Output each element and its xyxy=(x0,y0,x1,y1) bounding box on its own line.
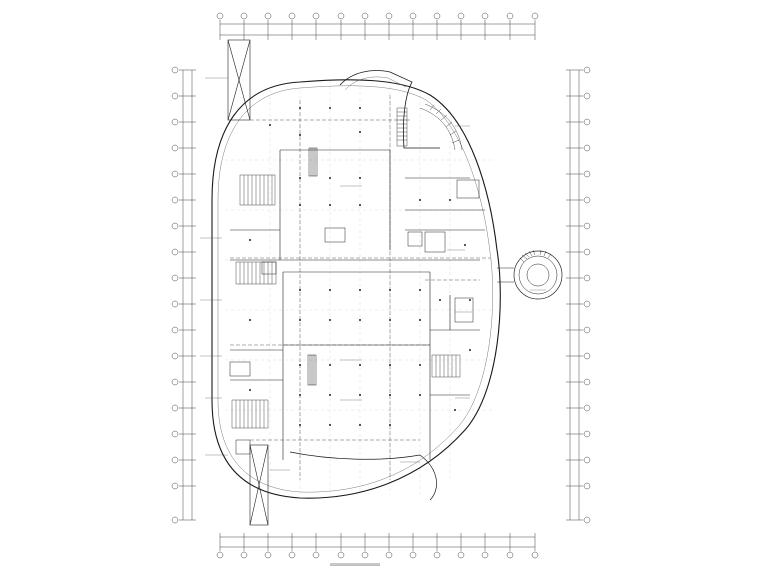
annotation-marks xyxy=(200,77,546,471)
drawing-title-block xyxy=(330,563,380,566)
round-plant-room xyxy=(497,249,563,300)
column-grid xyxy=(225,80,495,495)
detector-symbols xyxy=(249,107,471,426)
right-dimension-lines xyxy=(566,69,583,521)
equipment-rooms xyxy=(229,179,480,455)
building-outline xyxy=(211,79,501,499)
top-dimension-ticks xyxy=(219,20,536,40)
shaft-top-left xyxy=(227,39,251,121)
left-dimension-ticks xyxy=(179,69,196,521)
shaft-bottom-left xyxy=(249,444,269,526)
stair-right-curved xyxy=(419,103,463,151)
atrium-curve xyxy=(339,70,440,149)
stair-right-mid xyxy=(431,354,461,378)
top-axis-bubbles xyxy=(216,12,539,20)
building-inner-outline xyxy=(217,85,493,493)
left-axis-bubbles xyxy=(171,66,179,524)
stair-top-right xyxy=(396,107,408,147)
right-dimension-ticks xyxy=(566,69,583,521)
escalator-upper xyxy=(308,147,318,177)
stair-mid-left xyxy=(235,261,277,285)
stair-top-left xyxy=(239,174,276,206)
bottom-curve xyxy=(289,451,437,501)
escalator-lower xyxy=(307,354,317,386)
bottom-dimension-ticks xyxy=(219,533,536,551)
right-axis-bubbles xyxy=(583,66,591,524)
bottom-dimension-lines xyxy=(219,533,536,551)
stair-bottom-left xyxy=(231,399,269,429)
partition-walls xyxy=(230,149,485,460)
bottom-axis-bubbles xyxy=(216,551,539,559)
left-dimension-lines xyxy=(179,69,196,521)
top-dimension-lines xyxy=(219,20,536,40)
alarm-wiring xyxy=(230,95,490,480)
